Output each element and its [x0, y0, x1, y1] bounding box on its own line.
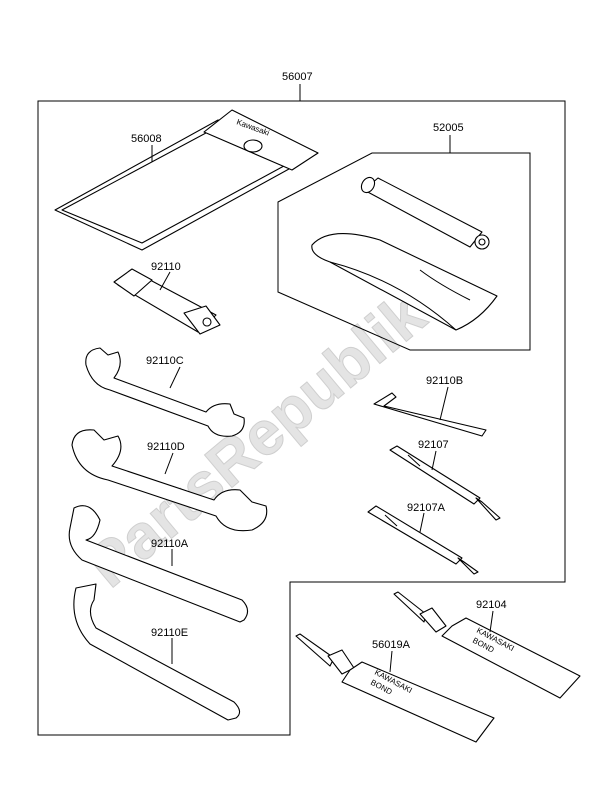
label-wrench-d: 92110D: [147, 441, 185, 453]
kit-outline: [37, 84, 566, 736]
watermark: PartsRepublik: [75, 280, 439, 601]
bag-set-box: [277, 135, 531, 351]
label-screwdriver-a: 92107A: [407, 502, 446, 514]
screwdriver: [389, 445, 501, 521]
label-kit: 56007: [282, 71, 313, 83]
label-hook-wrench-e: 92110E: [151, 627, 188, 639]
hook-wrench-e: [73, 583, 241, 721]
wrench-d: [71, 429, 268, 532]
label-bond-tube: 92104: [476, 599, 507, 611]
plug-wrench: [113, 268, 221, 335]
hex-key: [373, 392, 487, 437]
label-screwdriver: 92107: [418, 439, 449, 451]
tool-pouch: Kawasaki: [54, 109, 319, 251]
screwdriver-a: [367, 505, 479, 575]
label-plug-wrench: 92110: [151, 261, 181, 273]
label-hex-key: 92110B: [426, 375, 463, 387]
wrench-c: [85, 347, 245, 437]
label-bond-tube-a: 56019A: [372, 639, 411, 651]
label-hook-wrench-a: 92110A: [151, 538, 189, 550]
label-wrench-c: 92110C: [146, 355, 184, 367]
label-bag-set: 52005: [433, 122, 464, 134]
label-pouch: 56008: [131, 133, 162, 145]
hook-wrench-a: [68, 505, 249, 623]
